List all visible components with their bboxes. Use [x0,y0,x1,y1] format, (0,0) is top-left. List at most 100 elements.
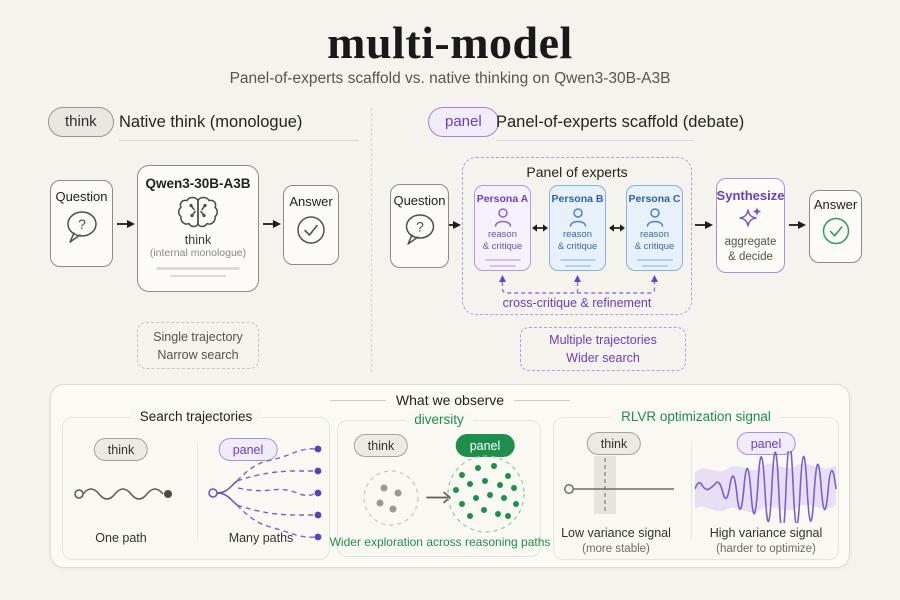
panel-badge-label: panel [428,107,499,137]
diversity-title: diversity [405,412,473,427]
text-line [564,265,591,267]
text-line [170,274,226,277]
synthesize-box: Synthesize aggregate & decide [716,178,785,273]
rlvr-panel: RLVR optimization signal think Low varia… [553,409,839,560]
native-answer-box: Answer [283,185,339,265]
trajectories-panel-badge: panel [218,438,278,461]
rlvr-think-caption: Low variance signal [561,526,671,540]
panel-of-experts-title: Panel of experts [526,164,628,180]
flow-arrow-icon [449,221,461,229]
text-line [641,265,668,267]
experts-section-heading: Panel-of-experts scaffold (debate) [496,113,745,131]
panel-of-experts-box: Panel of experts Persona A reason & crit… [462,157,692,315]
experts-note-box: Multiple trajectories Wider search [520,327,686,371]
trajectories-title: Search trajectories [130,409,262,424]
model-box: Qwen3-30B-A3B think (internal monologue) [137,165,259,292]
check-circle-icon [297,216,325,244]
model-mode-label: think [184,233,212,247]
high-variance-signal-icon [695,451,837,523]
synthesize-sub: aggregate & decide [724,236,777,263]
page-title: multi-model [327,17,573,68]
panel-divider [197,442,198,540]
rlvr-title: RLVR optimization signal [612,409,780,424]
experts-answer-label: Answer [813,197,858,212]
question-bubble-icon: ? [66,211,97,243]
panel-divider [691,442,692,540]
experts-note-line1: Multiple trajectories [549,333,657,347]
rlvr-panel-badge: panel [736,432,796,455]
cross-critique-connector-icon [499,275,658,294]
person-icon [494,208,511,227]
decorative-line [514,399,571,401]
cross-critique-label: cross-critique & refinement [502,296,652,310]
panel-badge: panel [428,107,499,137]
experts-question-label: Question [393,193,446,208]
synthesize-title: Synthesize [716,188,785,203]
text-line [559,259,596,261]
arrow-icon [426,491,451,504]
one-path-caption: One path [95,531,147,545]
double-arrow-icon [609,224,625,232]
many-paths-caption: Many paths [228,531,294,545]
persona-a-role: reason & critique [482,229,523,252]
question-bubble-icon: ? [405,214,434,245]
section-divider [371,108,372,372]
check-circle-icon [822,217,849,245]
decorative-line [329,399,386,401]
flow-arrow-icon [789,221,806,229]
persona-b-role: reason & critique [557,229,598,252]
rlvr-think-badge: think [586,432,642,455]
person-icon [569,208,586,227]
model-mode-note: (internal monologue) [149,247,247,259]
text-line [156,267,240,270]
one-path-icon [74,488,172,500]
diversity-caption: Wider exploration across reasoning paths [329,535,551,549]
native-note-box: Single trajectory Narrow search [137,322,259,369]
native-question-box: Question ? [50,180,113,267]
trajectories-think-badge: think [93,438,149,461]
text-line [489,265,516,267]
persona-card-c: Persona C reason & critique [626,185,683,271]
text-line [484,259,521,261]
persona-card-a: Persona A reason & critique [474,185,531,271]
narrow-diversity-dots-icon [363,470,419,526]
brain-icon [178,196,218,228]
native-question-label: Question [55,189,108,204]
experts-heading-underline [496,140,694,141]
persona-card-b: Persona B reason & critique [549,185,606,271]
many-paths-icon [208,445,322,541]
sparkles-icon [738,207,761,227]
experts-answer-box: Answer [809,190,862,263]
native-note-line2: Narrow search [157,347,239,362]
flow-arrow-icon [117,220,135,228]
think-badge: think [48,107,114,137]
page-subtitle: Panel-of-experts scaffold vs. native thi… [229,70,671,87]
rlvr-think-sub: (more stable) [582,543,650,555]
persona-c-name: Persona C [628,193,681,205]
person-icon [646,208,663,227]
native-answer-label: Answer [289,194,333,209]
native-note-line1: Single trajectory [153,329,243,344]
svg-text:?: ? [78,216,86,232]
observe-title: What we observe [395,392,505,408]
flow-arrow-icon [695,221,713,229]
rlvr-panel-caption: High variance signal [709,526,823,540]
experts-note-line2: Wider search [566,351,640,365]
native-section-heading: Native think (monologue) [119,113,303,131]
persona-b-name: Persona B [551,193,604,205]
experts-question-box: Question ? [390,184,449,268]
native-heading-underline [119,140,359,141]
model-name: Qwen3-30B-A3B [145,176,251,191]
rlvr-panel-sub: (harder to optimize) [716,543,816,555]
diversity-think-badge: think [353,434,409,457]
think-badge-label: think [48,107,114,137]
persona-c-role: reason & critique [634,229,675,252]
diversity-panel: diversity think panel Wider exploration … [330,412,550,557]
persona-a-name: Persona A [476,193,529,205]
low-variance-signal-icon [564,456,674,514]
flow-arrow-icon [263,220,281,228]
double-arrow-icon [532,224,548,232]
wide-diversity-dots-icon [447,455,525,533]
text-line [636,259,673,261]
